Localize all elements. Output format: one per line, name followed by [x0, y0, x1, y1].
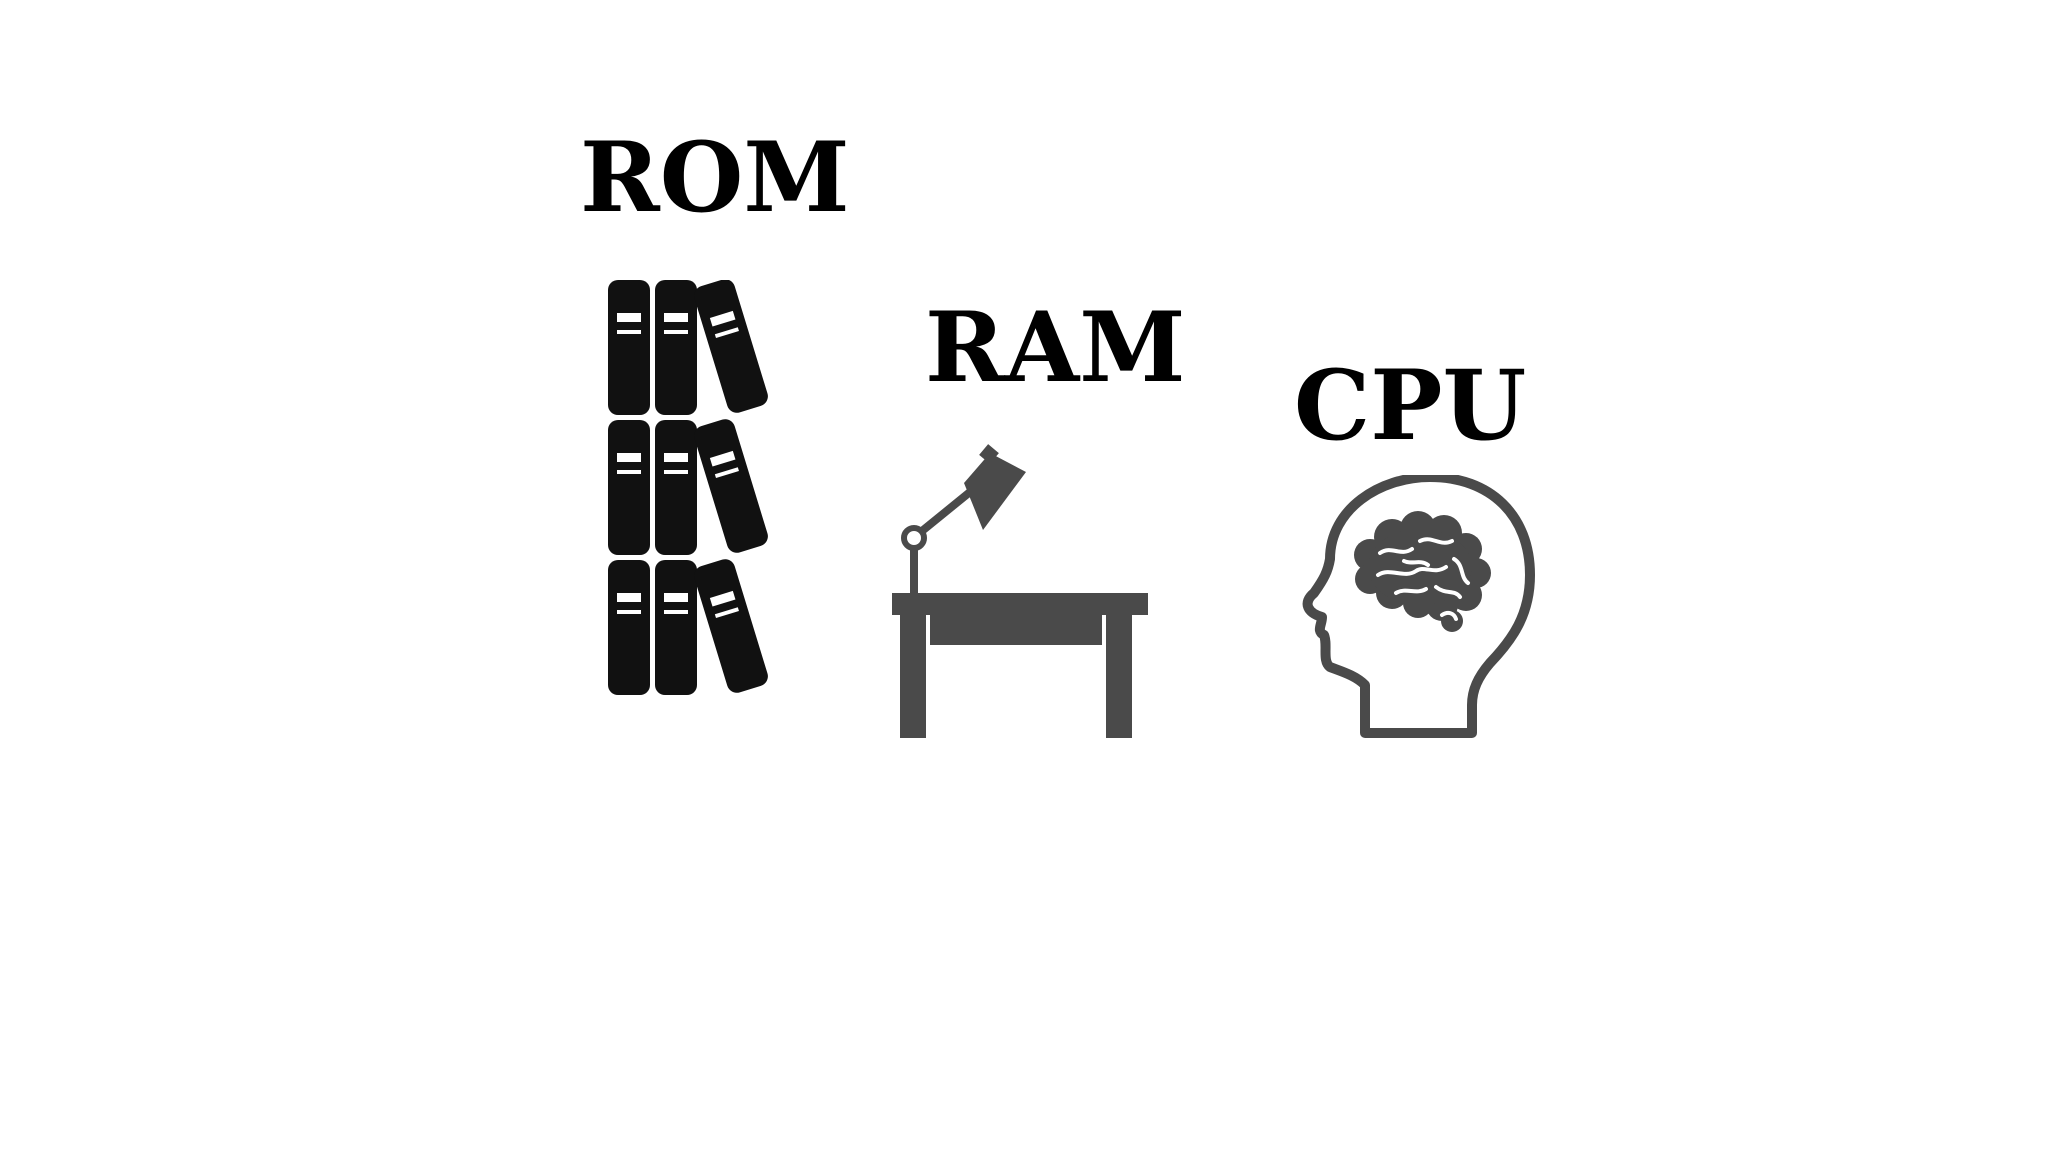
ram-label: RAM	[925, 291, 1186, 404]
cpu-label: CPU	[1293, 349, 1527, 462]
head-with-brain-icon	[1302, 475, 1535, 738]
bookshelf-icon	[608, 280, 768, 695]
desk-with-lamp-icon	[892, 444, 1148, 738]
rom-label: ROM	[580, 121, 850, 234]
